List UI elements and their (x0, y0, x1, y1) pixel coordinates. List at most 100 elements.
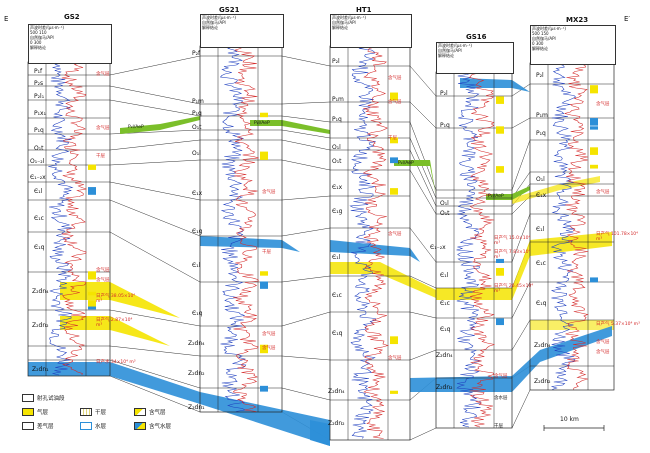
ht1-layer: Є₁c (332, 292, 342, 299)
legend-gas: 气层 (22, 408, 48, 416)
mx23-layer: Z₂dn₄ (534, 342, 551, 349)
gs2-annotation: 干层 (96, 154, 105, 159)
gs2-layer: O₁₋₂l (30, 158, 45, 165)
correlation-line (409, 349, 437, 361)
legend-swatch-perforation (22, 394, 34, 402)
well-name-gs16: GS16 (466, 33, 487, 41)
legend-gas-water: 含气水层 (134, 422, 171, 430)
correlation-line (281, 355, 331, 361)
gs2-layer: Z₂dn₁ (32, 366, 49, 373)
gs16-layer: P₁q (440, 122, 450, 129)
conclusion-mark (260, 281, 268, 289)
mx23-annotation: 含气层 (596, 102, 610, 107)
gs21-layer: O₁l (192, 150, 201, 157)
gs2-annotation: 含气层 (96, 268, 110, 273)
gs2-layer: P₁q (34, 127, 44, 134)
ht1-layer: Є₁q (332, 330, 343, 337)
mx23-annotation: 含气层 (596, 190, 610, 195)
correlation-line (281, 195, 331, 201)
gs21-annotation: 干层 (262, 250, 271, 255)
legend-swatch-gas (22, 408, 34, 416)
gs16-layer: O₁l (440, 200, 449, 207)
gas-body (436, 232, 612, 300)
correlation-line (281, 101, 331, 105)
correlation-line (109, 181, 201, 201)
ht1-layer: Є₁l (332, 254, 341, 261)
gs16-annotation: 干层 (494, 424, 503, 429)
ht1-annotation: 含气层 (388, 76, 402, 81)
gs2-annotation: 含气层 (96, 278, 110, 283)
mx23-annotation: 含气层 (596, 350, 610, 355)
correlation-line (409, 149, 437, 207)
water-body (460, 78, 530, 92)
gas-body (330, 262, 436, 298)
legend-gas-bearing: 含气层 (134, 408, 166, 416)
gs21-layer: P₁q (192, 110, 202, 117)
gs16-layer: O₁t (440, 210, 450, 217)
correlation-line (409, 65, 437, 97)
correlation-line (511, 139, 531, 191)
gs21-layer: Z₂dn₂ (188, 370, 205, 377)
legend-water: 水层 (80, 422, 106, 430)
gs2-layer: Z₂dn₄ (32, 288, 49, 295)
marker-label: P₂l/AeP (254, 121, 270, 126)
section-end-right: E′ (624, 15, 631, 23)
acoustic-curve (469, 72, 495, 428)
correlation-line (409, 101, 437, 129)
conclusion-mark (590, 126, 598, 130)
conclusion-mark (496, 126, 504, 134)
well-name-ht1: HT1 (356, 6, 372, 14)
gas-body (60, 316, 170, 346)
correlation-line (511, 213, 531, 263)
legend-swatch-poor-gas (22, 422, 34, 430)
ht1-annotation: 含气层 (388, 232, 402, 237)
mx23-layer: Є₁q (536, 300, 547, 307)
correlation-line (109, 309, 201, 327)
conclusion-mark (390, 137, 398, 144)
conclusion-mark (496, 258, 504, 263)
correlation-line (109, 55, 201, 76)
correlation-line (281, 275, 331, 283)
gs2-layer: Є₁l (34, 188, 43, 195)
gs21-layer: Є₁x (192, 190, 203, 197)
mx23-annotation: 日产气 101.78×10⁴ m³ (596, 232, 638, 242)
gs21-layer: Є₁l (192, 262, 201, 269)
gs21-layer: Z₂dn₄ (188, 340, 205, 347)
well-name-gs2: GS2 (64, 13, 80, 21)
gamma-ray-curve (349, 46, 377, 439)
correlation-line (511, 319, 531, 351)
marker-label: P₂l/AeP (398, 161, 414, 166)
gs2-layer: O₁t (34, 145, 44, 152)
correlation-line (281, 227, 331, 237)
acoustic-curve (61, 62, 87, 376)
conclusion-mark (390, 157, 398, 164)
acoustic-curve (564, 63, 589, 390)
conclusion-mark (590, 147, 598, 155)
mx23-layer: P₁q (536, 130, 546, 137)
mx23-layer: Є₁l (536, 226, 545, 233)
conclusion-mark (590, 164, 598, 169)
mx23-layer: P₂l (536, 72, 544, 79)
ht1-layer: P₂l (332, 58, 340, 65)
ht1-annotation: 含气层 (388, 100, 402, 105)
legend-poor-gas: 差气层 (22, 422, 54, 430)
marker-label: P₂l/AeP (128, 125, 144, 130)
conclusion-mark (260, 112, 268, 118)
correlation-line (281, 129, 331, 139)
mx23-annotation: 日产气 5.37×10⁴ m³ (596, 322, 640, 327)
ht1-layer: Є₁x (332, 184, 343, 191)
gs2-layer: Є₁c (34, 215, 44, 222)
gs16-layer: Є₁c (440, 300, 450, 307)
correlation-line (409, 227, 437, 263)
ht1-layer: P₁q (332, 116, 342, 123)
conclusion-mark (496, 96, 504, 104)
mx23-layer: Z₂dn₂ (534, 378, 551, 385)
ht1-layer: O₁t (332, 158, 342, 165)
gs16-annotation: 日产气 15.0×10⁴ m³ (494, 236, 531, 246)
gs16-annotation: 含水层 (494, 396, 508, 401)
gs16-annotation: 日产气 7.83×10⁴ m³ (494, 250, 531, 260)
conclusion-mark (88, 271, 96, 280)
